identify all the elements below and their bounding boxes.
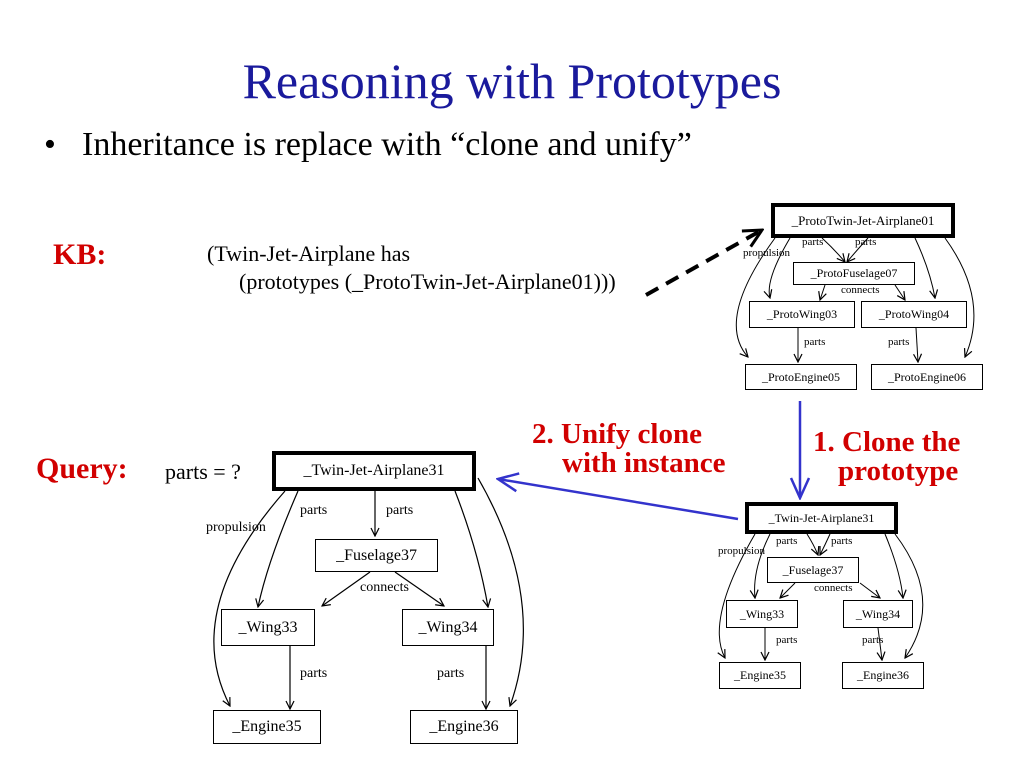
proto-edge-connects: connects bbox=[841, 284, 880, 296]
instance-edge-parts-2: parts bbox=[386, 503, 414, 518]
query-text: parts = ? bbox=[165, 459, 241, 484]
proto-edge-parts-1: parts bbox=[802, 236, 824, 248]
proto-fuselage-node: _ProtoFuselage07 bbox=[793, 262, 915, 285]
clone-edge-parts-1: parts bbox=[776, 535, 798, 547]
bullet-marker: • bbox=[44, 126, 56, 163]
clone-root-node: _Twin-Jet-Airplane31 bbox=[745, 502, 898, 534]
instance-engine-right-node: _Engine36 bbox=[410, 710, 518, 744]
proto-wing-left-node: _ProtoWing03 bbox=[749, 301, 855, 328]
kb-label: KB: bbox=[53, 238, 107, 271]
bullet-text: Inheritance is replace with “clone and u… bbox=[82, 126, 692, 163]
kb-definition-line2: (prototypes (_ProtoTwin-Jet-Airplane01))… bbox=[239, 269, 616, 294]
instance-edge-parts-3: parts bbox=[300, 666, 328, 681]
instance-edge-connects: connects bbox=[360, 580, 409, 595]
proto-engine-left-node: _ProtoEngine05 bbox=[745, 364, 857, 390]
clone-edge-parts-4: parts bbox=[862, 634, 884, 646]
unify-arrow bbox=[498, 479, 739, 521]
instance-wing-left-node: _Wing33 bbox=[221, 609, 315, 646]
clone-engine-left-node: _Engine35 bbox=[719, 662, 801, 689]
clone-edge-parts-3: parts bbox=[776, 634, 798, 646]
query-label: Query: bbox=[36, 452, 128, 485]
slide-title: Reasoning with Prototypes bbox=[242, 53, 782, 109]
proto-edge-parts-2: parts bbox=[855, 236, 877, 248]
step-clone-line2: prototype bbox=[838, 455, 959, 487]
clone-edge-parts-2: parts bbox=[831, 535, 853, 547]
step-unify-line2: with instance bbox=[562, 447, 726, 479]
proto-wing-right-node: _ProtoWing04 bbox=[861, 301, 967, 328]
proto-engine-right-node: _ProtoEngine06 bbox=[871, 364, 983, 390]
prototype-link-arrow bbox=[645, 228, 762, 297]
step-clone-line1: 1. Clone the bbox=[813, 426, 961, 458]
clone-wing-left-node: _Wing33 bbox=[726, 600, 798, 628]
kb-definition: (Twin-Jet-Airplane has (prototypes (_Pro… bbox=[207, 240, 616, 296]
clone-fuselage-node: _Fuselage37 bbox=[767, 557, 859, 583]
prototype-graph-edges bbox=[735, 237, 975, 362]
instance-edge-parts-1: parts bbox=[300, 503, 328, 518]
clone-wing-right-node: _Wing34 bbox=[843, 600, 913, 628]
proto-edge-propulsion: propulsion bbox=[743, 247, 791, 259]
step-unify-label: 2. Unify clone with instance bbox=[532, 420, 726, 478]
instance-edge-propulsion: propulsion bbox=[206, 520, 266, 535]
clone-edge-propulsion: propulsion bbox=[718, 545, 766, 557]
step-unify-line1: 2. Unify clone bbox=[532, 418, 702, 450]
step-clone-label: 1. Clone the prototype bbox=[813, 428, 960, 486]
instance-graph-edges bbox=[213, 477, 524, 709]
clone-engine-right-node: _Engine36 bbox=[842, 662, 924, 689]
instance-root-node: _Twin-Jet-Airplane31 bbox=[272, 451, 476, 491]
kb-definition-line1: (Twin-Jet-Airplane has bbox=[207, 241, 411, 266]
clone-graph-edges bbox=[719, 533, 924, 660]
instance-edge-parts-4: parts bbox=[437, 666, 465, 681]
proto-edge-parts-3: parts bbox=[804, 336, 826, 348]
instance-fuselage-node: _Fuselage37 bbox=[315, 539, 438, 572]
instance-wing-right-node: _Wing34 bbox=[402, 609, 494, 646]
instance-engine-left-node: _Engine35 bbox=[213, 710, 321, 744]
bullet-point: • Inheritance is replace with “clone and … bbox=[44, 126, 692, 164]
clone-edge-connects: connects bbox=[814, 582, 853, 594]
proto-edge-parts-4: parts bbox=[888, 336, 910, 348]
proto-root-node: _ProtoTwin-Jet-Airplane01 bbox=[771, 203, 955, 238]
